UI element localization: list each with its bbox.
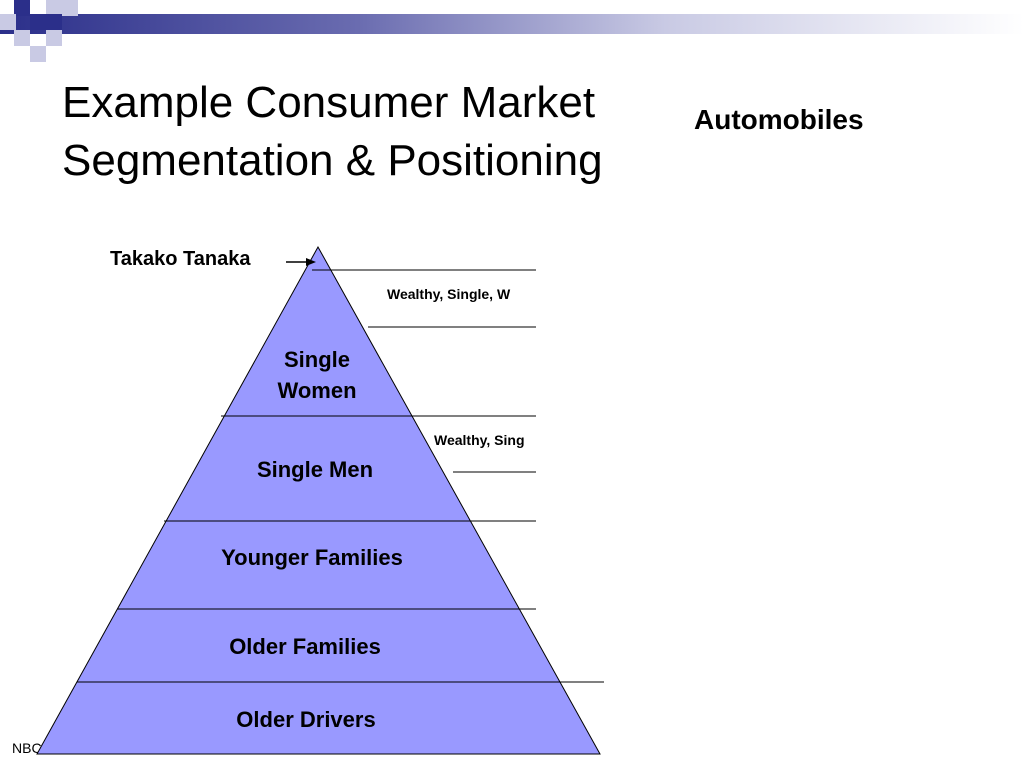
side-label-text: Wealthy, Sing — [434, 432, 525, 448]
decor-square — [0, 14, 16, 30]
decor-square — [46, 14, 62, 30]
decor-square — [14, 0, 30, 16]
title-line-1: Example Consumer Market — [62, 78, 596, 127]
page-subtitle: Automobiles — [694, 104, 864, 135]
decor-square — [30, 14, 46, 30]
decor-square — [30, 46, 46, 62]
decor-square — [46, 0, 62, 16]
side-label-text: Wealthy, Single, W — [387, 286, 511, 302]
footer-text: NBC — [12, 740, 42, 756]
segment-label-single-women: Single Women — [277, 347, 357, 403]
pyramid-shape — [36, 245, 601, 755]
decor-square — [62, 0, 78, 16]
side-label-wealthy-single-men: Wealthy, Sing — [434, 432, 537, 452]
side-label-wealthy-single-women: Wealthy, Single, W — [387, 286, 537, 306]
pointer-label: Takako Tanaka — [110, 248, 251, 270]
decor-square — [46, 30, 62, 46]
decor-square — [14, 30, 30, 46]
pointer-arrowhead — [306, 258, 316, 266]
header-gradient-band — [0, 14, 1024, 34]
title-line-2: Segmentation & Positioning — [62, 136, 603, 185]
segment-label-single-men: Single Men — [256, 457, 374, 482]
segment-label-older-drivers: Older Drivers — [236, 707, 376, 732]
segment-label-younger-families: Younger Families — [221, 545, 403, 570]
segment-label-older-families: Older Families — [229, 634, 381, 659]
page-title: Example Consumer Market Segmentation & P… — [62, 74, 702, 190]
